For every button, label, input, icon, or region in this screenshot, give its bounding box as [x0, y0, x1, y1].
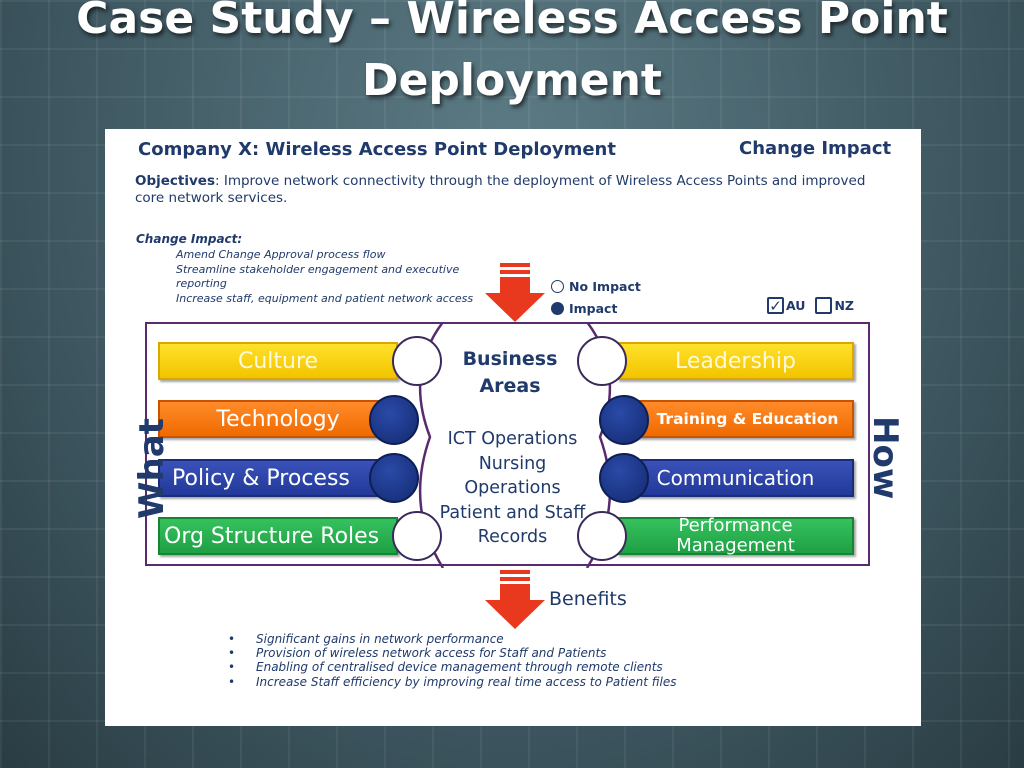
benefits-label: Benefits [549, 588, 627, 610]
objectives-body: : Improve network connectivity through t… [135, 173, 866, 206]
culture-no-impact-circle [392, 336, 442, 386]
business-area-item: Records [477, 527, 548, 547]
slide-title: Case Study – Wireless Access Point Deplo… [76, 0, 948, 106]
org-structure-no-impact-circle [392, 511, 442, 561]
au-label: AU [786, 298, 806, 313]
bar-training-education: Training & Education [617, 400, 854, 438]
what-label: What [132, 418, 172, 519]
nz-label: NZ [834, 298, 854, 313]
bar-label: Policy & Process [172, 465, 350, 491]
benefit-item: Significant gains in network performance [228, 632, 788, 646]
bar-leadership: Leadership [617, 342, 854, 380]
bar-label: Leadership [675, 348, 796, 374]
change-impact-title: Change Impact [739, 138, 892, 159]
bar-culture: Culture [158, 342, 398, 380]
communication-impact-circle [599, 453, 649, 503]
training-impact-circle [599, 395, 649, 445]
technology-impact-circle [369, 395, 419, 445]
business-areas-heading: Business Areas [462, 348, 558, 397]
change-impact-item: Increase staff, equipment and patient ne… [176, 291, 474, 305]
nz-checkbox[interactable] [815, 297, 833, 314]
benefits-list: Significant gains in network performance… [228, 632, 788, 689]
legend-no-impact: No Impact [551, 275, 641, 297]
filled-circle-icon [551, 301, 564, 315]
down-arrow-icon [485, 570, 545, 629]
bar-label: Performance Management [676, 515, 795, 556]
bar-technology: Technology [158, 400, 398, 438]
business-area-item: Nursing [478, 453, 547, 474]
business-area-item: Operations [464, 478, 561, 498]
bar-policy-process: Policy & Process [158, 459, 398, 497]
change-impact-heading: Change Impact: [136, 232, 243, 246]
change-impact-item: Amend Change Approval process flow [176, 248, 386, 261]
au-checkbox[interactable]: ✓ [767, 297, 784, 314]
bar-label: Culture [237, 348, 319, 374]
bar-label: Org Structure Roles [164, 523, 380, 549]
region-selector: ✓ AU NZ [767, 297, 854, 314]
benefit-item: Enabling of centralised device managemen… [228, 660, 788, 674]
business-area-item: ICT Operations [447, 429, 578, 449]
policy-impact-circle [369, 453, 419, 503]
benefit-item: Provision of wireless network access for… [228, 646, 788, 660]
impact-legend: No Impact Impact [551, 275, 641, 319]
how-label: How [865, 416, 905, 500]
legend-impact-label: Impact [569, 300, 618, 316]
empty-circle-icon [551, 279, 564, 293]
legend-no-impact-label: No Impact [569, 278, 641, 294]
bar-communication: Communication [617, 459, 854, 497]
business-area-item: Patient and Staff [439, 502, 586, 523]
bar-label: Communication [656, 466, 815, 490]
bar-label: Training & Education [656, 410, 839, 428]
down-arrow-icon [485, 263, 545, 322]
business-areas-list: ICT Operations Nursing Operations Patien… [425, 427, 600, 550]
objectives-text: Objectives: Improve network connectivity… [135, 173, 895, 207]
bar-performance-management: Performance Management [617, 515, 854, 556]
change-impact-item: Streamline stakeholder engagement and ex… [176, 262, 460, 291]
objectives-label: Objectives [135, 173, 215, 189]
company-title: Company X: Wireless Access Point Deploym… [138, 139, 616, 160]
case-study-panel: Company X: Wireless Access Point Deploym… [105, 129, 921, 726]
legend-impact: Impact [551, 297, 641, 319]
leadership-no-impact-circle [577, 336, 627, 386]
checkmark-icon: ✓ [769, 296, 782, 315]
change-impact-list: Amend Change Approval process flow Strea… [176, 248, 486, 306]
benefit-item: Increase Staff efficiency by improving r… [228, 675, 788, 689]
performance-no-impact-circle [577, 511, 627, 561]
bar-org-structure-roles: Org Structure Roles [158, 517, 398, 555]
diagram-frame [145, 322, 870, 566]
bar-label: Technology [216, 406, 340, 432]
